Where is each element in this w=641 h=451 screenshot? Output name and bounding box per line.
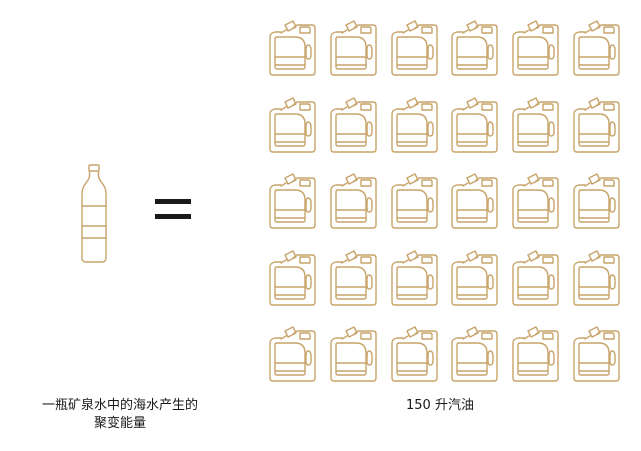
equals-sign (155, 194, 191, 224)
gasoline-jerrycan-icon (573, 173, 620, 229)
gasoline-jerrycan-icon (512, 326, 559, 382)
gasoline-jerrycan-icon (330, 173, 377, 229)
gasoline-jerrycan-icon (269, 173, 316, 229)
gasoline-jerrycan-icon (573, 20, 620, 76)
gasoline-jerrycan-icon (390, 249, 438, 306)
gasoline-jerrycan-icon (573, 96, 620, 153)
gasoline-jerrycan-icon (390, 173, 438, 229)
gasoline-jerrycan-icon (451, 326, 499, 382)
gasoline-jerrycan-icon (451, 96, 499, 153)
bottle-caption-line-2: 聚变能量 (93, 416, 146, 431)
gasoline-jerrycan-icon (390, 96, 438, 153)
gasoline-jerrycan-icon (330, 20, 377, 76)
gasoline-jerrycan-icon (390, 20, 438, 76)
gasoline-jerrycan-icon (512, 96, 559, 153)
gasoline-jerrycan-icon (390, 326, 438, 382)
gasoline-jerrycan-icon (573, 326, 620, 382)
gasoline-jerrycan-icon (451, 173, 499, 229)
gasoline-jerrycan-icon (451, 20, 499, 76)
bottle-caption: 一瓶矿泉水中的海水产生的 聚变能量 (20, 397, 220, 433)
gasoline-jerrycan-icon (451, 249, 499, 306)
equals-bar-bottom (155, 214, 191, 219)
bottle-caption-line-1: 一瓶矿泉水中的海水产生的 (41, 398, 198, 413)
gasoline-jerrycan-icon (512, 173, 559, 229)
water-bottle-icon (81, 164, 107, 263)
gasoline-caption: 150 升汽油 (406, 398, 474, 413)
gasoline-jerrycan-icon (269, 20, 316, 76)
gasoline-jerrycan-icon (512, 249, 559, 306)
gasoline-jerrycan-icon (330, 96, 377, 153)
gasoline-jerrycan-icon (269, 249, 316, 306)
jerrycan-grid (267, 19, 621, 385)
gasoline-jerrycan-icon (330, 326, 377, 382)
gasoline-jerrycan-icon (573, 249, 620, 306)
gasoline-jerrycan-icon (269, 326, 316, 382)
gasoline-jerrycan-icon (269, 96, 316, 153)
equals-bar-top (155, 199, 191, 204)
gasoline-jerrycan-icon (330, 249, 377, 306)
gasoline-jerrycan-icon (512, 20, 559, 76)
